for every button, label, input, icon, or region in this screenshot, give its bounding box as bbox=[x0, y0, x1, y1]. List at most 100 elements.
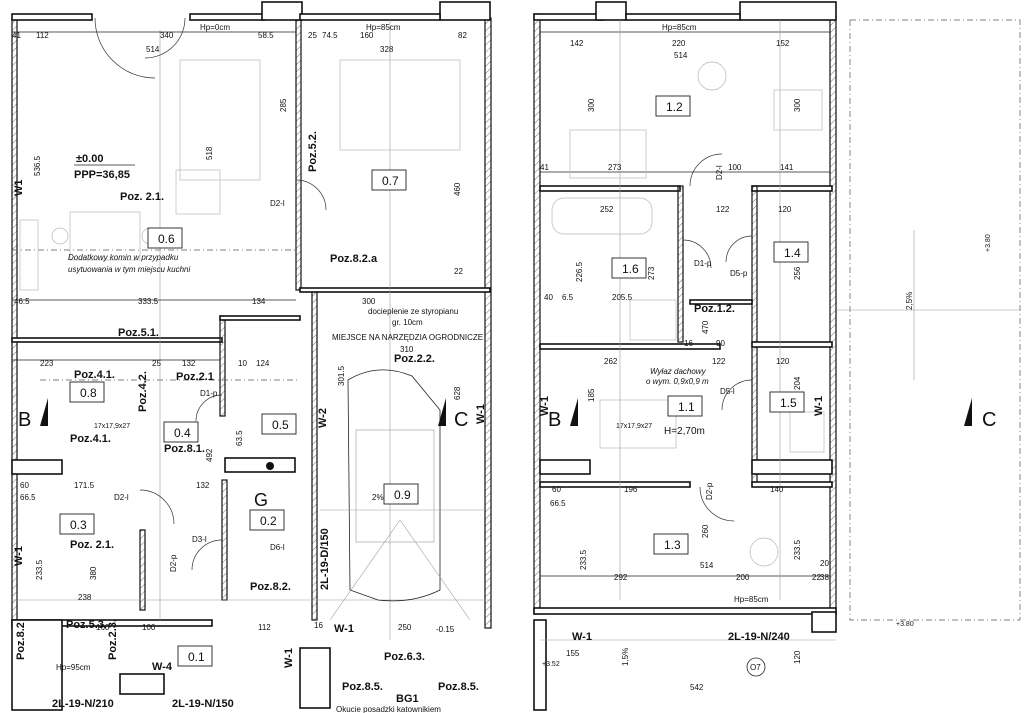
upper-dim: 226.5 bbox=[575, 261, 584, 282]
ground-room-box: 0.2 bbox=[249, 509, 285, 531]
ground-wall-garage-north bbox=[299, 287, 491, 293]
upper-bathtub bbox=[551, 197, 653, 235]
ground-north-wall-b bbox=[189, 13, 266, 21]
ground-wall-wc-top bbox=[219, 315, 301, 321]
ground-dim: 310 bbox=[400, 345, 414, 354]
upper-dim: 122 bbox=[716, 205, 730, 214]
upper-wall-bath bbox=[677, 185, 684, 343]
ground-room-0-9: 0.9 bbox=[394, 488, 411, 502]
ground-dim: 628 bbox=[453, 386, 462, 400]
ground-kitchen-counter bbox=[339, 59, 461, 151]
ground-pos-label: Poz.8.5. bbox=[342, 681, 383, 693]
upper-dim: 90 bbox=[716, 339, 725, 348]
upper-wall-bedroom-4 bbox=[751, 481, 833, 488]
ground-room-box: 0.1 bbox=[177, 645, 213, 667]
ground-room-0-3: 0.3 bbox=[70, 518, 87, 532]
upper-dim: 220 bbox=[672, 39, 686, 48]
ground-wall-garage-west bbox=[311, 289, 318, 621]
upper-dim: 300 bbox=[587, 98, 596, 112]
ground-room-0-4: 0.4 bbox=[174, 426, 191, 440]
ground-note-stair: 17x17,9x27 bbox=[94, 423, 130, 430]
upper-dim: 196 bbox=[624, 485, 638, 494]
upper-door-bath-2 bbox=[721, 379, 753, 411]
ground-dim: 100 bbox=[142, 623, 156, 632]
ground-west-wall bbox=[11, 17, 18, 629]
upper-dim: 204 bbox=[793, 376, 802, 390]
upper-note-level-1: +3.80 bbox=[985, 234, 992, 252]
ground-sofa bbox=[179, 59, 261, 181]
ground-door-label: D1-p bbox=[200, 389, 218, 398]
upper-dim: 200 bbox=[736, 573, 750, 582]
ground-note-bg: BG1 bbox=[396, 693, 419, 705]
upper-west-wall bbox=[533, 13, 541, 615]
ground-door-kitchen bbox=[295, 179, 327, 211]
upper-note-roof-1: Wyłaz dachowy bbox=[650, 367, 707, 376]
ground-section-c-label: C bbox=[454, 409, 468, 431]
upper-wall-closet-2 bbox=[751, 341, 833, 348]
ground-south-pillar-a bbox=[119, 673, 165, 695]
ground-pos-label: Poz.2.2. bbox=[394, 353, 435, 365]
ground-note-chimney-2: usytuowania w tym miejscu kuchni bbox=[68, 265, 190, 274]
upper-door-label: D1-p bbox=[694, 259, 712, 268]
ground-door-label: D3-l bbox=[192, 535, 207, 544]
ground-dim: 536.5 bbox=[33, 155, 42, 176]
upper-wall-label: W-1 bbox=[813, 396, 825, 416]
ground-door-label: D2-l bbox=[114, 493, 129, 502]
upper-pos-label: Poz.1.2. bbox=[694, 303, 735, 315]
ground-pos-label: Poz.8.5. bbox=[438, 681, 479, 693]
upper-dim: 300 bbox=[793, 98, 802, 112]
ground-dim: 25 bbox=[152, 359, 161, 368]
upper-room-box: 1.5 bbox=[769, 391, 805, 413]
ground-pos-label: Poz.8.2. bbox=[250, 581, 291, 593]
ground-dim: 223 bbox=[40, 359, 54, 368]
ground-dim: 66.5 bbox=[20, 493, 36, 502]
upper-door-bath bbox=[682, 239, 712, 269]
ground-dim: 233.5 bbox=[35, 559, 44, 580]
upper-dim: 41 bbox=[540, 163, 549, 172]
upper-section-b-arrow bbox=[570, 398, 578, 426]
ground-dim: 2% bbox=[372, 493, 384, 502]
upper-dim: 142 bbox=[570, 39, 584, 48]
ground-wall-chimney-1 bbox=[11, 459, 63, 475]
upper-wall-label: W-1 bbox=[572, 631, 592, 643]
ground-floor-plan: Hp=0cm Hp=85cm Hp=95cm ±0.00 PPP=36,85 0… bbox=[11, 1, 492, 713]
upper-stairs bbox=[599, 399, 677, 449]
upper-south-wall bbox=[533, 607, 837, 615]
upper-wall-chimney-2 bbox=[751, 459, 833, 475]
ground-dim: 238 bbox=[78, 593, 92, 602]
upper-dim: 256 bbox=[793, 266, 802, 280]
ground-dim: 160 bbox=[96, 623, 110, 632]
ground-dim: 285 bbox=[279, 98, 288, 112]
ground-pos-label: Poz.8.1. bbox=[164, 443, 205, 455]
ground-section-b-label: B bbox=[18, 409, 31, 431]
ground-east-wall bbox=[484, 17, 492, 629]
ground-dining-table bbox=[69, 211, 141, 261]
ground-dim: 134 bbox=[252, 297, 266, 306]
ground-north-pillar-b bbox=[439, 1, 491, 21]
upper-dim: 233.5 bbox=[793, 539, 802, 560]
ground-pos-label: Poz.6.3. bbox=[384, 651, 425, 663]
upper-door-label: D2-l bbox=[715, 165, 724, 180]
ground-room-box: 0.6 bbox=[147, 227, 183, 249]
ground-chair-1 bbox=[51, 227, 69, 245]
ground-dim: 132 bbox=[182, 359, 196, 368]
ground-dim: 301.5 bbox=[337, 365, 346, 386]
upper-room-box: 1.2 bbox=[655, 95, 691, 117]
ground-dim: 460 bbox=[453, 182, 462, 196]
ground-lintel-label: 2L-19-D/150 bbox=[319, 528, 331, 590]
ground-dim: 22 bbox=[454, 267, 463, 276]
ground-dim: 340 bbox=[160, 31, 174, 40]
ground-dim: 514 bbox=[146, 45, 160, 54]
ground-door-label: D6-l bbox=[270, 543, 285, 552]
upper-note-slope-roof: 2,5% bbox=[905, 292, 914, 310]
ground-garage-diag-2 bbox=[329, 519, 401, 621]
ground-door-label: D2-l bbox=[270, 199, 285, 208]
ground-entrance-door-left bbox=[94, 17, 156, 79]
upper-dim: 542 bbox=[690, 683, 704, 692]
ground-pos-label: Poz.5.1. bbox=[118, 327, 159, 339]
upper-room-box: 1.6 bbox=[611, 257, 647, 279]
upper-room-1-2: 1.2 bbox=[666, 100, 683, 114]
upper-wall-hall bbox=[539, 343, 721, 350]
upper-room-1-4: 1.4 bbox=[784, 246, 801, 260]
ground-south-pillar-c bbox=[11, 619, 63, 711]
